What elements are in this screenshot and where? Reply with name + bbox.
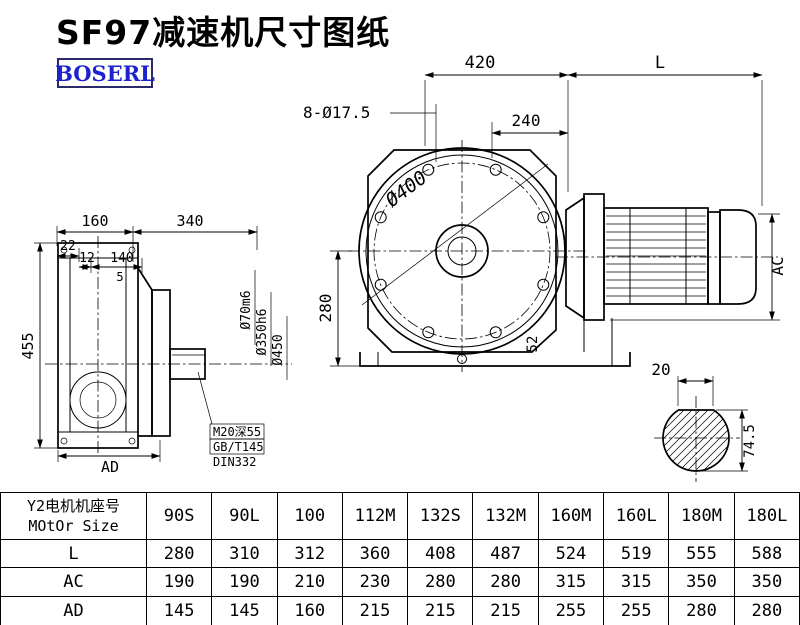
dimensions-front: 420 L 240 8-Ø17.5 Ø400 280 52 AC xyxy=(303,53,787,367)
dim-12-label: 12 xyxy=(79,251,95,266)
dim-L-label: L xyxy=(655,53,665,73)
cell-AD-3: 215 xyxy=(341,596,409,625)
boserl-logo: BOSERL xyxy=(55,58,155,88)
front-view xyxy=(348,140,631,372)
dim-AC-label: AC xyxy=(768,256,787,275)
dim-5-label: 5 xyxy=(116,270,123,284)
cell-L-7: 519 xyxy=(603,539,670,568)
cell-L-5: 487 xyxy=(472,539,539,568)
note-m20-label: M20深55 xyxy=(213,425,261,439)
side-view xyxy=(45,236,292,456)
cell-L-1: 310 xyxy=(211,539,278,568)
motor-size-header: Y2电机机座号 MOtOr Size xyxy=(0,492,147,540)
table-row-L: L 280 310 312 360 408 487 524 519 555 58… xyxy=(0,539,800,568)
note-din-label: DIN332 xyxy=(213,455,256,469)
col-header-112m: 112M xyxy=(341,492,409,540)
dimension-drawing: .o { fill:none; stroke:#000; stroke-widt… xyxy=(19,53,787,482)
cell-AD-5: 215 xyxy=(472,596,539,625)
cell-AC-7: 315 xyxy=(603,567,670,597)
cell-L-4: 408 xyxy=(407,539,474,568)
table-row-AC: AC 190 190 210 230 280 280 315 315 350 3… xyxy=(0,567,800,597)
cell-AC-0: 190 xyxy=(145,567,213,597)
row-label-AD: AD xyxy=(0,596,147,625)
dim-240-label: 240 xyxy=(512,111,541,130)
dia-450-label: Ø450 xyxy=(271,334,286,365)
dim-AD-label: AD xyxy=(101,458,119,476)
holes-note-label: 8-Ø17.5 xyxy=(303,103,370,122)
cell-AC-4: 280 xyxy=(407,567,474,597)
table-row-AD: AD 145 145 160 215 215 215 255 255 280 2… xyxy=(0,596,800,625)
col-header-90s: 90S xyxy=(145,492,213,540)
cell-AC-3: 230 xyxy=(341,567,409,597)
dimension-table: Y2电机机座号 MOtOr Size 90S 90L 100 112M 132S… xyxy=(0,492,800,625)
dim-140-label: 140 xyxy=(110,251,133,266)
dim-455-label: 455 xyxy=(19,332,37,359)
cell-AD-9: 280 xyxy=(733,596,800,625)
col-header-160m: 160M xyxy=(537,492,605,540)
cell-AD-8: 280 xyxy=(668,596,735,625)
cell-L-2: 312 xyxy=(276,539,343,568)
cell-AD-0: 145 xyxy=(145,596,213,625)
cell-AC-5: 280 xyxy=(472,567,539,597)
dim-340-label: 340 xyxy=(176,212,203,230)
cell-L-0: 280 xyxy=(145,539,213,568)
cell-L-9: 588 xyxy=(733,539,800,568)
cell-L-3: 360 xyxy=(341,539,409,568)
dim-74-5-label: 74.5 xyxy=(742,424,758,458)
col-header-132m: 132M xyxy=(472,492,539,540)
cell-L-6: 524 xyxy=(537,539,605,568)
dim-22-label: 22 xyxy=(60,239,76,254)
dim-160-label: 160 xyxy=(81,212,108,230)
cell-AD-7: 255 xyxy=(603,596,670,625)
cell-AD-1: 145 xyxy=(211,596,278,625)
row-label-AC: AC xyxy=(0,567,147,597)
row-label-L: L xyxy=(0,539,147,568)
cell-AC-2: 210 xyxy=(276,567,343,597)
motor-size-header-en: MOtOr Size xyxy=(28,517,119,535)
cell-AD-4: 215 xyxy=(407,596,474,625)
col-header-90l: 90L xyxy=(211,492,278,540)
dim-280-label: 280 xyxy=(316,294,335,323)
shaft-hatching xyxy=(663,410,729,471)
cell-AC-9: 350 xyxy=(733,567,800,597)
dim-420-label: 420 xyxy=(465,53,496,73)
motor-view xyxy=(556,193,778,352)
cell-AD-2: 160 xyxy=(276,596,343,625)
dia-350-label: Ø350h6 xyxy=(255,309,270,356)
col-header-180l: 180L xyxy=(733,492,800,540)
cell-AD-6: 255 xyxy=(537,596,605,625)
col-header-180m: 180M xyxy=(668,492,735,540)
page-title: SF97减速机尺寸图纸 xyxy=(56,13,391,52)
dim-52-label: 52 xyxy=(525,336,541,353)
dimensions-side: 160 340 22 12 140 5 455 AD Ø70m6 Ø350h6 xyxy=(19,212,288,476)
cell-AC-6: 315 xyxy=(537,567,605,597)
col-header-132s: 132S xyxy=(407,492,474,540)
cell-AC-8: 350 xyxy=(668,567,735,597)
dim-20-label: 20 xyxy=(651,360,670,379)
col-header-160l: 160L xyxy=(603,492,670,540)
col-header-100: 100 xyxy=(276,492,343,540)
dia-70-label: Ø70m6 xyxy=(239,290,254,329)
motor-size-header-cn: Y2电机机座号 xyxy=(26,496,121,515)
table-header-row: Y2电机机座号 MOtOr Size 90S 90L 100 112M 132S… xyxy=(0,492,800,540)
note-gbt-label: GB/T145 xyxy=(213,440,264,454)
cell-L-8: 555 xyxy=(668,539,735,568)
shaft-section: 20 74.5 xyxy=(651,360,758,482)
cell-AC-1: 190 xyxy=(211,567,278,597)
